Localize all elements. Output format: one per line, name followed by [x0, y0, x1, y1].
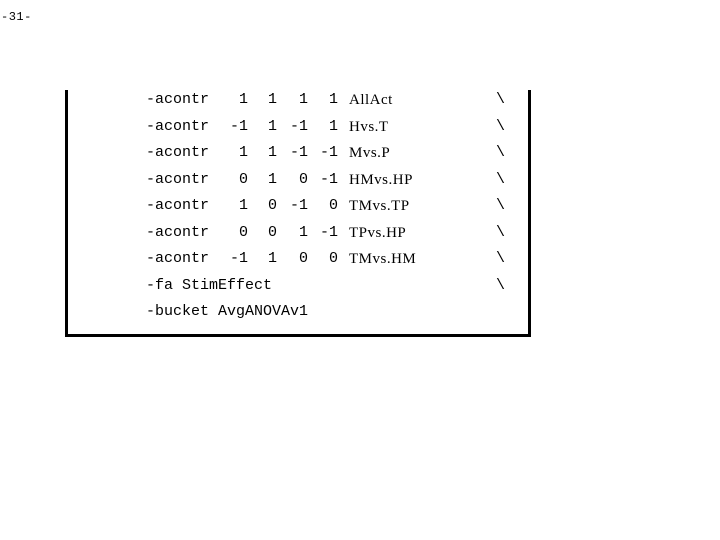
coefficient: 1 — [328, 91, 338, 108]
contrast-row: -acontr 0 0 1 -1 TPvs.HP \ — [68, 223, 528, 249]
coefficient: -1 — [289, 197, 308, 214]
coefficient: 0 — [267, 197, 277, 214]
acontr-flag: -acontr — [146, 91, 210, 108]
coefficient: 0 — [328, 250, 338, 267]
coefficient: -1 — [319, 171, 338, 188]
bucket-line: -bucket AvgANOVAv1 — [68, 302, 528, 328]
coefficient: -1 — [319, 224, 338, 241]
line-continuation: \ — [496, 171, 506, 188]
coefficient: 0 — [328, 197, 338, 214]
coefficient: 1 — [298, 91, 308, 108]
line-continuation: \ — [496, 224, 506, 241]
coefficient: -1 — [319, 144, 338, 161]
contrast-row: -acontr -1 1 0 0 TMvs.HM \ — [68, 249, 528, 275]
bucket-option-text: -bucket AvgANOVAv1 — [146, 303, 309, 320]
acontr-flag: -acontr — [146, 144, 210, 161]
coefficient: 1 — [238, 144, 248, 161]
coefficient: 1 — [238, 91, 248, 108]
fa-line: -fa StimEffect \ — [68, 276, 528, 302]
contrast-label: TPvs.HP — [349, 225, 407, 241]
line-continuation: \ — [496, 91, 506, 108]
coefficient: -1 — [229, 118, 248, 135]
coefficient: 1 — [267, 118, 277, 135]
acontr-flag: -acontr — [146, 250, 210, 267]
line-continuation: \ — [496, 144, 506, 161]
coefficient: 1 — [267, 144, 277, 161]
line-continuation: \ — [496, 250, 506, 267]
contrast-label: TMvs.HM — [349, 251, 417, 267]
acontr-flag: -acontr — [146, 171, 210, 188]
coefficient: 0 — [238, 171, 248, 188]
acontr-flag: -acontr — [146, 197, 210, 214]
contrast-row: -acontr 1 0 -1 0 TMvs.TP \ — [68, 196, 528, 222]
coefficient: -1 — [289, 118, 308, 135]
acontr-flag: -acontr — [146, 118, 210, 135]
contrast-row: -acontr -1 1 -1 1 Hvs.T \ — [68, 117, 528, 143]
coefficient: 1 — [267, 250, 277, 267]
acontr-flag: -acontr — [146, 224, 210, 241]
contrast-row: -acontr 1 1 1 1 AllAct \ — [68, 90, 528, 116]
line-continuation: \ — [496, 118, 506, 135]
coefficient: 1 — [238, 197, 248, 214]
contrast-label: Mvs.P — [349, 145, 391, 161]
coefficient: -1 — [289, 144, 308, 161]
line-continuation: \ — [496, 277, 506, 294]
coefficient: 0 — [267, 224, 277, 241]
contrast-row: -acontr 1 1 -1 -1 Mvs.P \ — [68, 143, 528, 169]
contrast-row: -acontr 0 1 0 -1 HMvs.HP \ — [68, 170, 528, 196]
contrast-label: HMvs.HP — [349, 172, 413, 188]
contrast-label: AllAct — [349, 92, 393, 108]
coefficient: 1 — [328, 118, 338, 135]
coefficient: 1 — [267, 171, 277, 188]
coefficient: 1 — [298, 224, 308, 241]
contrast-label: Hvs.T — [349, 119, 389, 135]
coefficient: 0 — [238, 224, 248, 241]
coefficient: -1 — [229, 250, 248, 267]
coefficient: 0 — [298, 250, 308, 267]
fa-option-text: -fa StimEffect — [146, 277, 273, 294]
line-continuation: \ — [496, 197, 506, 214]
coefficient: 1 — [267, 91, 277, 108]
coefficient: 0 — [298, 171, 308, 188]
contrast-label: TMvs.TP — [349, 198, 410, 214]
page-number: -31- — [1, 10, 32, 24]
